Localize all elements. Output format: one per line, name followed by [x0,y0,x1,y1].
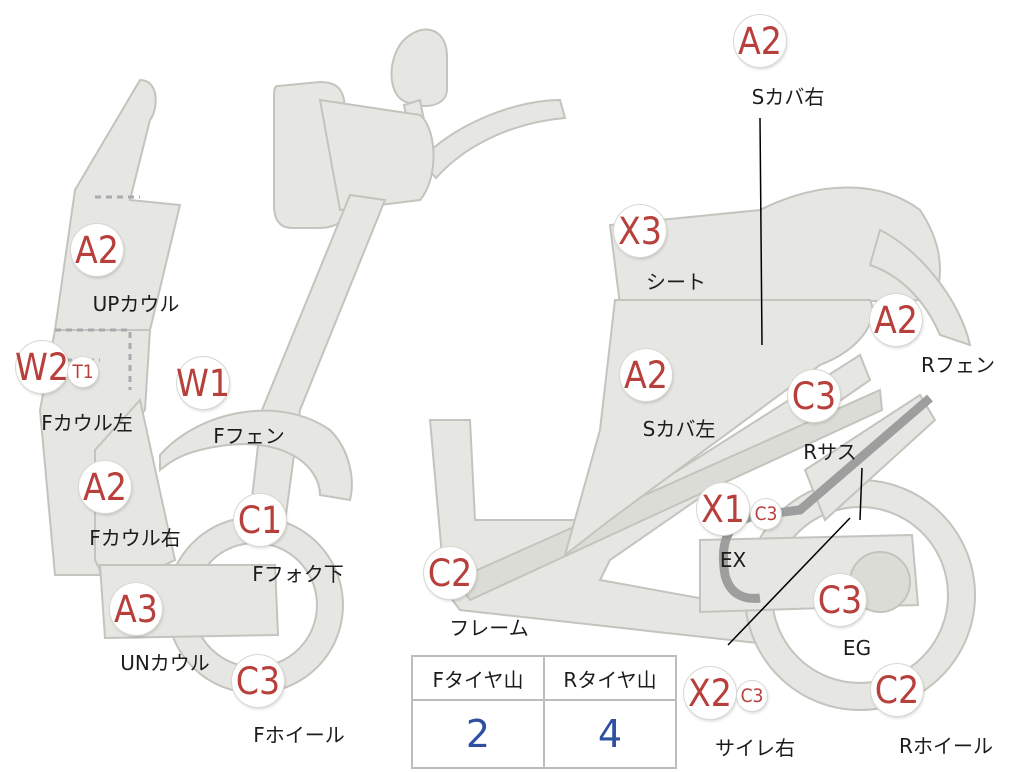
muffler-right-badge-sub[interactable]: C3 [737,681,767,711]
f-cowl-right-badge[interactable]: A2 [79,461,131,513]
exhaust-badge[interactable]: X1 [697,483,749,535]
r-wheel-label: Rホイール [899,734,993,758]
f-fender-badge[interactable]: W1 [176,357,230,409]
head-body-shape [318,98,435,212]
up-cowl-badge[interactable]: A2 [71,224,123,276]
s-cover-right-badge[interactable]: A2 [734,15,786,67]
seat-badge[interactable]: X3 [614,205,666,257]
f-cowl-left-label: Fカウル左 [41,411,133,435]
r-tire-header: Rタイヤ山 [543,655,677,701]
muffler-right-badge[interactable]: X2 [684,667,736,719]
rear-fender-shape [868,228,972,347]
up-cowl-label: UPカウル [92,292,180,316]
f-cowl-right-label: Fカウル右 [89,526,181,550]
r-suspension-badge[interactable]: C3 [788,370,840,422]
exhaust-label: EX [719,548,747,572]
frame-label: フレーム [449,616,529,640]
exhaust-badge-sub[interactable]: C3 [751,499,781,529]
s-cover-left-label: Sカバ左 [642,417,716,441]
un-cowl-label: UNカウル [120,651,210,675]
un-cowl-badge[interactable]: A3 [110,583,162,635]
mirror-shape [390,28,448,107]
f-cowl-left-badge[interactable]: W2 [15,341,69,393]
front-fender-shape [159,409,353,502]
f-tire-value: 2 [411,699,545,769]
s-cover-right-label: Sカバ右 [751,85,825,109]
tire-tread-table: Fタイヤ山 Rタイヤ山 2 4 [411,655,677,769]
r-fender-label: Rフェン [921,353,995,377]
f-fork-lower-label: Fフォク下 [252,562,344,586]
exhaust-pipe [718,394,933,603]
f-wheel-label: Fホイール [253,723,345,747]
f-cowl-left-badge-sub[interactable]: T1 [68,357,98,387]
r-suspension-label: Rサス [803,440,857,464]
f-tire-header: Fタイヤ山 [411,655,545,701]
handlebar-shape [418,98,567,180]
r-fender-badge[interactable]: A2 [870,294,922,346]
f-fork-lower-badge[interactable]: C1 [234,494,286,546]
engine-badge[interactable]: C3 [814,574,866,626]
muffler-right-label: サイレ右 [715,736,795,760]
frame-badge[interactable]: C2 [424,547,476,599]
engine-label: EG [842,636,872,660]
f-fender-label: Fフェン [213,424,285,448]
r-wheel-badge[interactable]: C2 [871,664,923,716]
s-cover-left-badge[interactable]: A2 [620,349,672,401]
r-tire-value: 4 [543,699,677,769]
f-wheel-badge[interactable]: C3 [232,655,284,707]
seat-label: シート [646,270,706,294]
